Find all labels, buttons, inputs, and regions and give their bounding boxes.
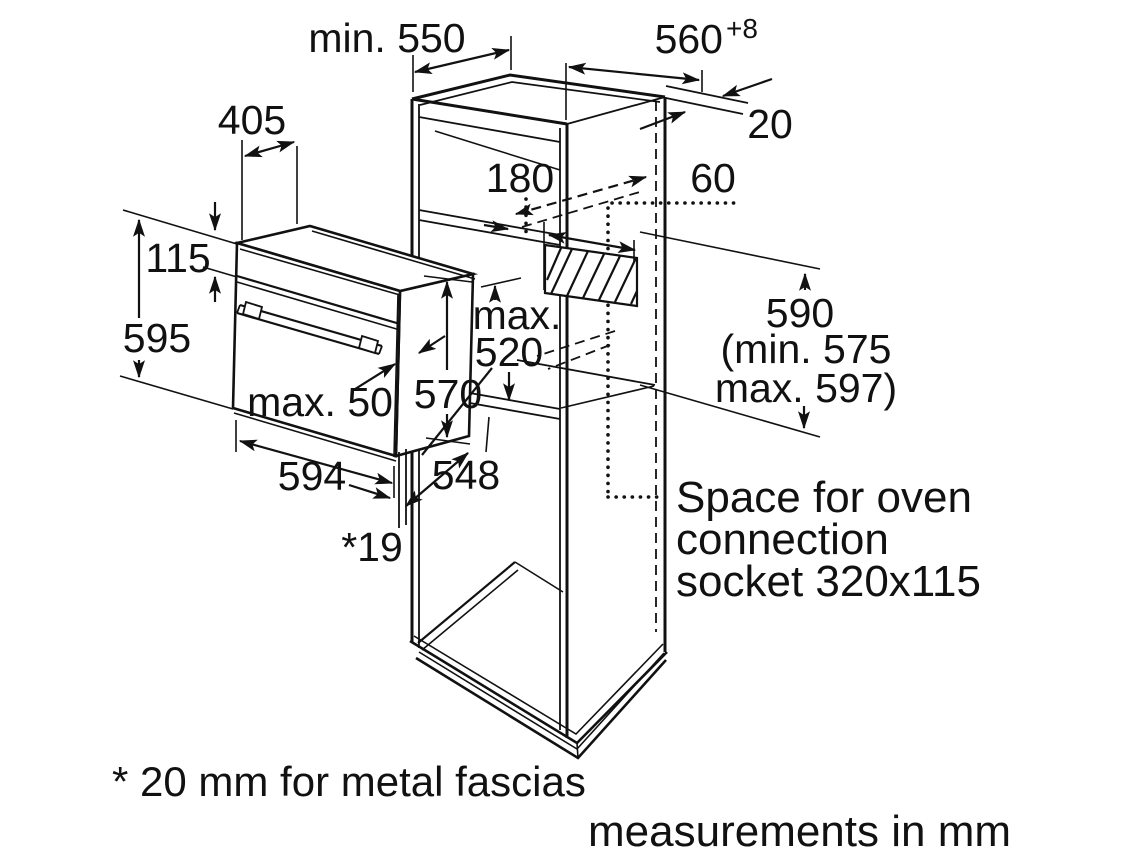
control-panel-edge — [236, 274, 401, 326]
socket-note-line1: Space for oven — [676, 473, 972, 522]
dim-body-height: 570 — [414, 275, 482, 445]
dim-oven-top-depth: 405 — [218, 97, 298, 240]
insertion-arrow — [417, 335, 446, 354]
niche-width-label: 560 — [655, 16, 723, 62]
dim-oven-depth: 548 — [405, 416, 500, 507]
oven-top-depth-label: 405 — [218, 97, 286, 143]
oven-width-label: 594 — [278, 453, 346, 499]
dim-socket-offset: 60 — [690, 155, 736, 201]
dim-niche-width: 560 +8 — [565, 13, 758, 120]
oven-depth-label: 548 — [432, 452, 500, 498]
oven-side — [394, 272, 475, 458]
fascia-footnote: * 20 mm for metal fascias — [112, 758, 586, 805]
dim-top-compartment: 180 — [483, 155, 554, 237]
dimension-annotations: min. 550 560 +8 20 180 60 — [119, 13, 897, 570]
socket-note-line3: socket 320x115 — [676, 557, 981, 606]
fascia-gap-label: *19 — [341, 524, 403, 570]
oven-height-label: 595 — [123, 315, 191, 361]
oven — [231, 224, 479, 462]
socket-offset-label: 60 — [690, 155, 736, 201]
dim-rear-gap: 20 — [639, 77, 793, 147]
dim-fascia-gap: *19 — [341, 449, 407, 570]
oven-handle — [236, 300, 383, 356]
max-50-label: max. 50 — [247, 379, 393, 425]
units-note: measurements in mm — [588, 807, 1011, 856]
dim-oven-width: 594 — [235, 420, 395, 499]
dim-max-50: max. 50 — [247, 335, 446, 425]
dim-oven-height: 595 — [119, 209, 238, 410]
niche-height-min-label: (min. 575 — [721, 326, 892, 372]
top-compartment-label: 180 — [486, 155, 554, 201]
niche-width-tolerance-label: +8 — [726, 13, 758, 44]
dim-panel-height: 115 — [145, 202, 238, 302]
niche-depth-label: min. 550 — [308, 15, 465, 61]
dim-niche-height: 590 (min. 575 max. 597) — [639, 231, 897, 438]
oven-front — [231, 241, 402, 458]
socket-note: Space for oven connection socket 320x115 — [676, 473, 981, 606]
max-520-label: 520 — [475, 329, 543, 375]
socket-cutout — [543, 222, 639, 308]
panel-height-label: 115 — [145, 235, 210, 281]
rear-gap-label: 20 — [747, 101, 793, 147]
hidden-niche-width-arrow — [514, 175, 648, 216]
dim-niche-depth: min. 550 — [308, 15, 512, 92]
dim-max-520: max. 520 — [421, 277, 562, 456]
max-label: max. — [473, 292, 562, 338]
niche-height-label: 590 — [766, 290, 834, 336]
body-height-label: 570 — [414, 371, 482, 417]
niche-height-max-label: max. 597) — [715, 365, 897, 411]
socket-note-line2: connection — [676, 515, 889, 564]
